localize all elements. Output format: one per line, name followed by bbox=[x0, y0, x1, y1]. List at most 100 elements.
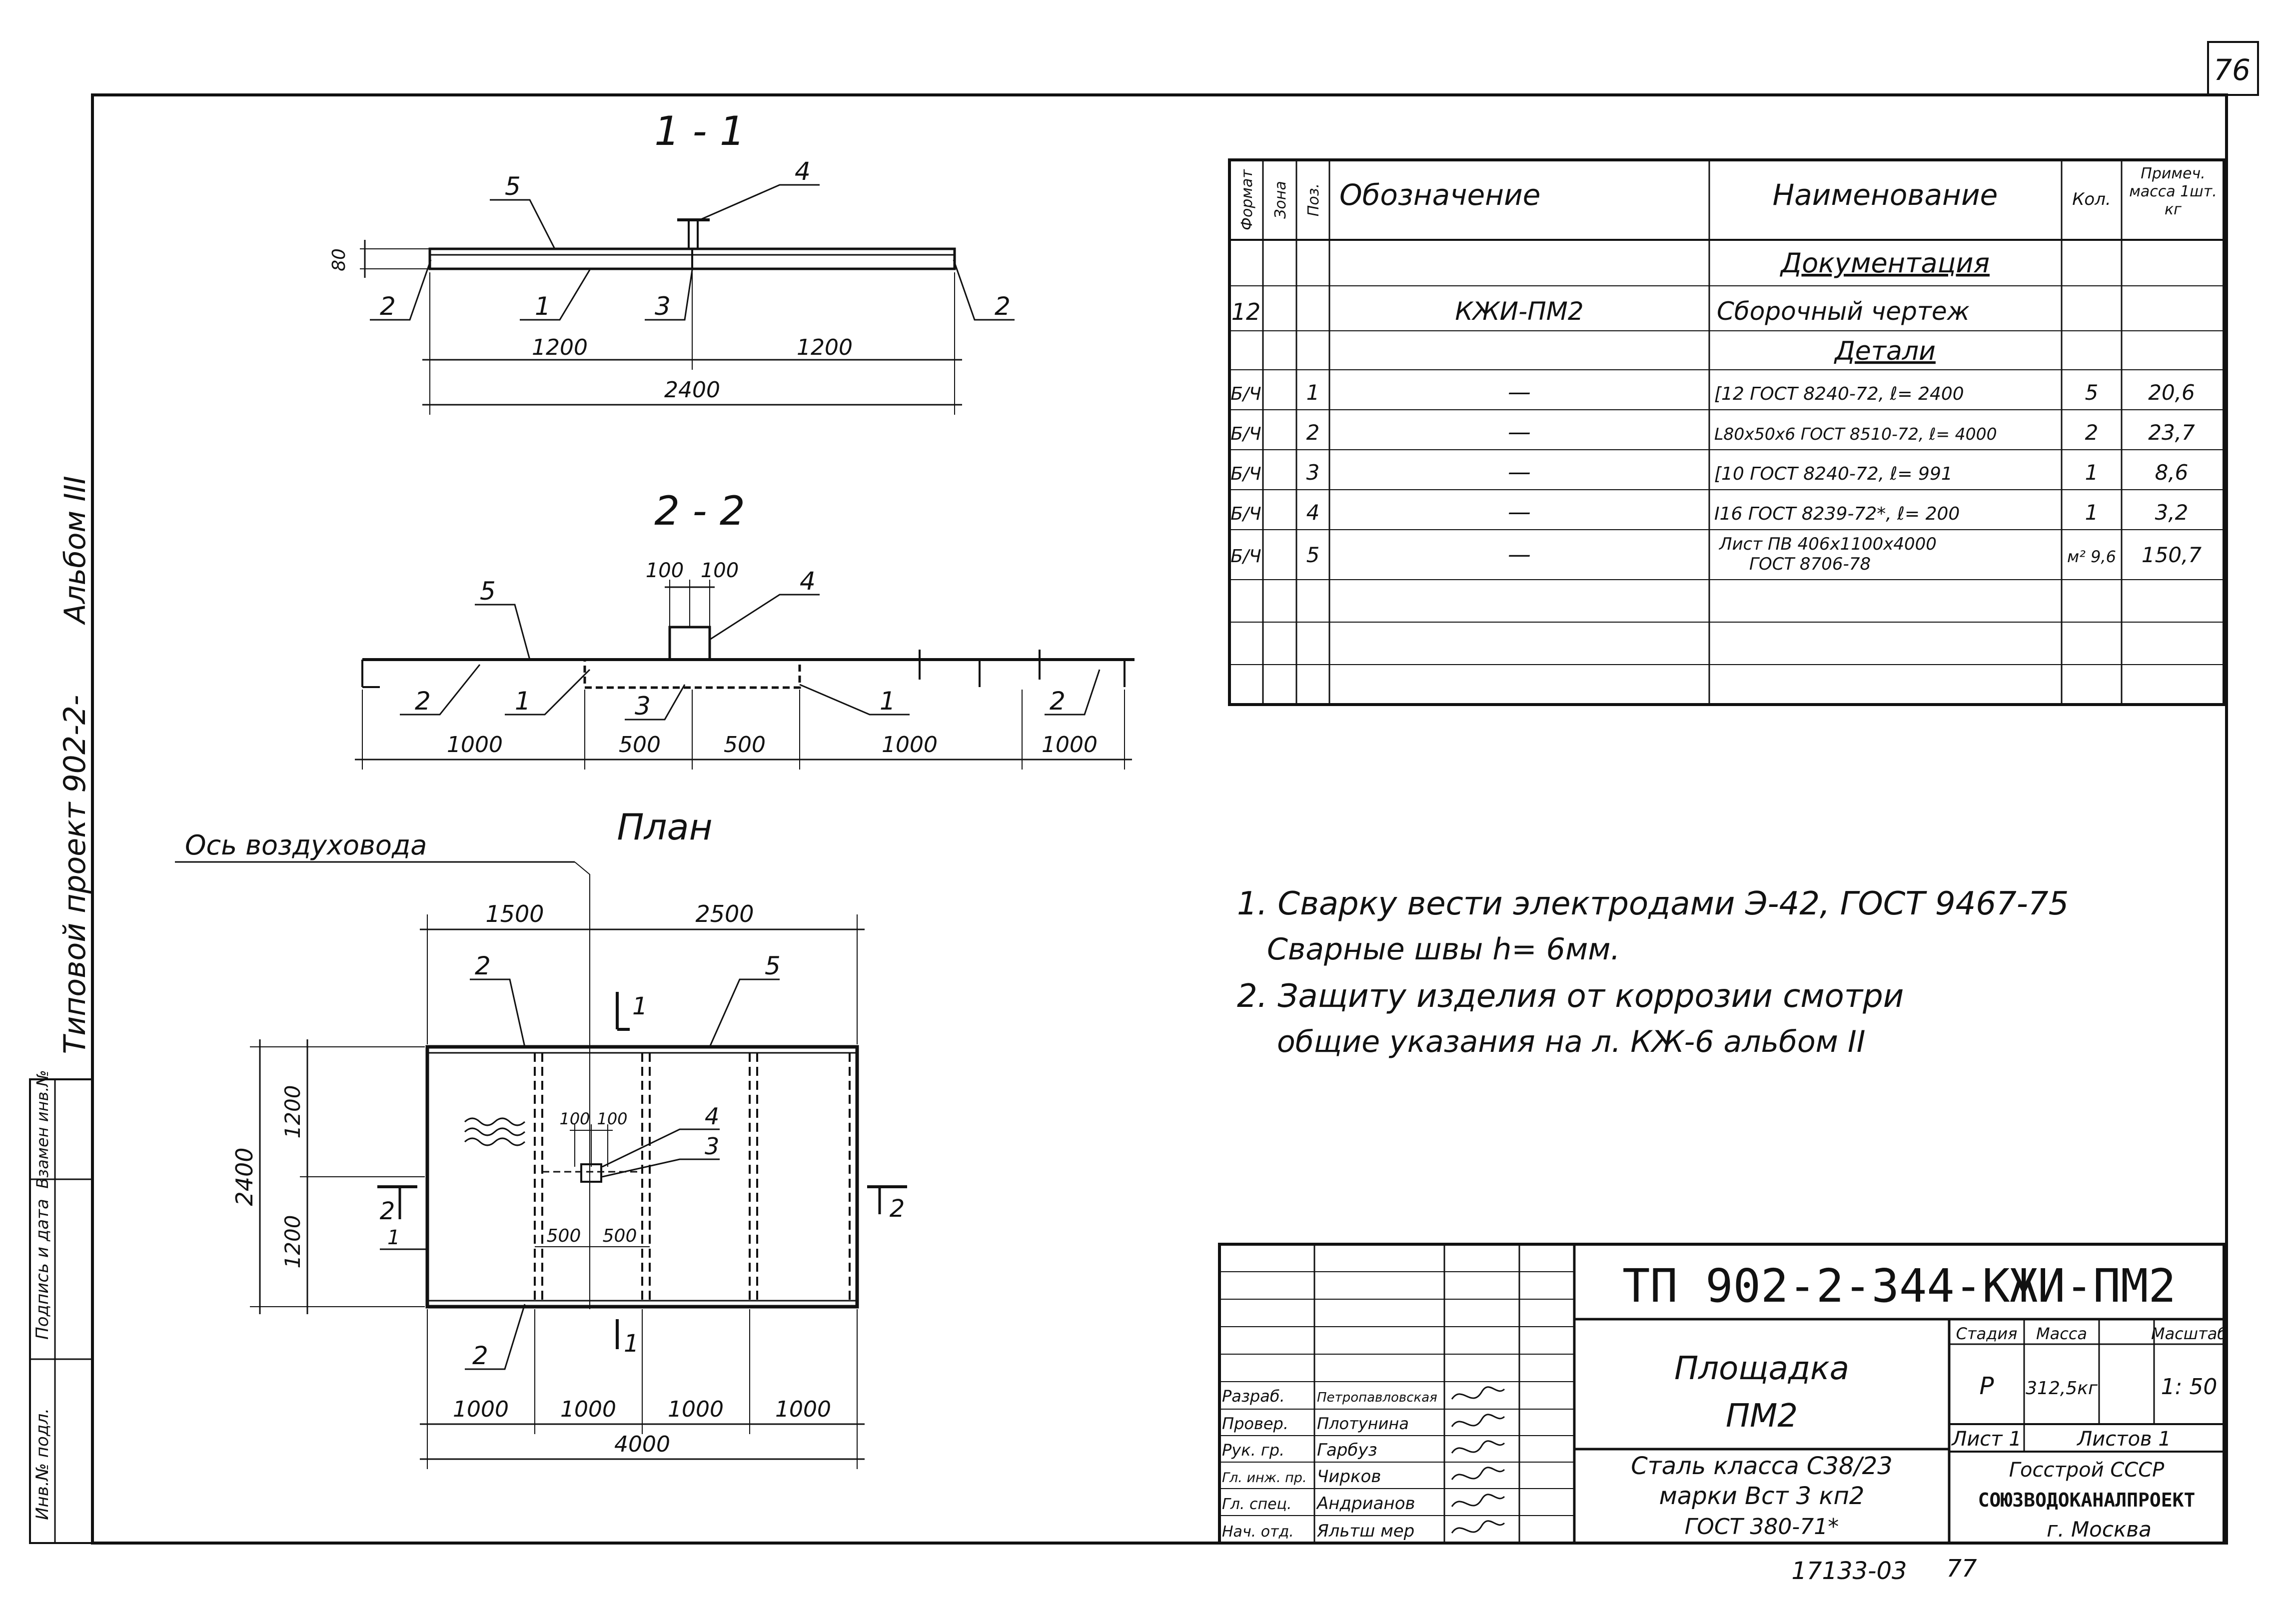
sheets-value: Листов 1 bbox=[2076, 1428, 2171, 1451]
title-name-2: ПМ2 bbox=[1726, 1398, 1798, 1435]
spec-table: Формат Зона Поз. Обозначение Наименовани… bbox=[1228, 158, 2226, 706]
plan-dim-1200-b: 1200 bbox=[280, 1215, 305, 1269]
hdr-stage: Стадия bbox=[1956, 1324, 2018, 1343]
s2-dim-500-b: 500 bbox=[724, 732, 766, 758]
row3-pos: 3 bbox=[1306, 460, 1320, 485]
dim-1200-a: 1200 bbox=[532, 335, 588, 360]
row3-designation: — bbox=[1508, 458, 1531, 485]
hdr-format: Формат bbox=[1238, 169, 1256, 230]
sheet-frame bbox=[91, 93, 2228, 1545]
plan-callout-4: 4 bbox=[705, 1103, 719, 1130]
table-row: Б/Ч 1 — [12 ГОСТ 8240-72, ℓ= 2400 5 20,6 bbox=[1230, 378, 2195, 405]
table-row: Б/Ч 2 — L80x50x6 ГОСТ 8510-72, ℓ= 4000 2… bbox=[1230, 418, 2195, 445]
row5-pos: 5 bbox=[1306, 543, 1320, 567]
role-2: Рук. гр. bbox=[1222, 1441, 1284, 1460]
s2-callout-1b: 1 bbox=[880, 687, 896, 716]
plan-bottom-1000-b: 1000 bbox=[560, 1397, 616, 1422]
row1-designation: — bbox=[1508, 378, 1531, 405]
row4-designation: — bbox=[1508, 498, 1531, 525]
material-3: ГОСТ 380-71* bbox=[1685, 1514, 1839, 1540]
row2-fmt: Б/Ч bbox=[1230, 424, 1261, 444]
org-2: СОЮЗВОДОКАНАЛПРОЕКТ bbox=[1978, 1489, 2196, 1511]
person-3: Чирков bbox=[1317, 1467, 1381, 1487]
plan-callout-2b: 2 bbox=[472, 1341, 488, 1370]
dim-top-100-a: 100 bbox=[646, 559, 684, 582]
sheet-value: Лист 1 bbox=[1951, 1428, 2022, 1451]
plan-inner-100-a: 100 bbox=[559, 1109, 590, 1128]
title-block: Разраб. Петропавловская Провер. Плотунин… bbox=[1218, 1243, 2227, 1545]
role-5: Нач. отд. bbox=[1222, 1523, 1294, 1541]
section-2-title: 2 - 2 bbox=[654, 488, 745, 534]
s2-callout-2: 2 bbox=[415, 687, 431, 716]
row4-note: 3,2 bbox=[2155, 500, 2189, 525]
row4-pos: 4 bbox=[1306, 500, 1320, 525]
row1-note: 20,6 bbox=[2148, 380, 2195, 405]
plan-axis-label: Ось воздуховода bbox=[185, 829, 427, 861]
dim-top-100-b: 100 bbox=[701, 559, 739, 582]
row3-name: [10 ГОСТ 8240-72, ℓ= 991 bbox=[1714, 464, 1953, 484]
plan-dim-1500: 1500 bbox=[485, 900, 544, 927]
row2-qty: 2 bbox=[2085, 420, 2099, 445]
title-name-1: Площадка bbox=[1674, 1350, 1849, 1387]
row-assembly-fmt: 12 bbox=[1231, 298, 1261, 325]
plan-callout-5: 5 bbox=[765, 951, 781, 980]
material-2: марки Вст 3 кп2 bbox=[1659, 1482, 1865, 1510]
role-0: Разраб. bbox=[1222, 1387, 1285, 1406]
hdr-mass: Масса bbox=[2036, 1324, 2087, 1343]
tread-pattern-icon bbox=[464, 1117, 526, 1146]
hdr-name: Наименование bbox=[1773, 178, 1998, 212]
hdr-designation: Обозначение bbox=[1339, 178, 1540, 212]
row2-pos: 2 bbox=[1306, 420, 1320, 445]
s2-dim-1000-c: 1000 bbox=[1042, 732, 1098, 758]
plan-bottom-1000-a: 1000 bbox=[453, 1397, 509, 1422]
note-2b: общие указания на л. КЖ-6 альбом II bbox=[1277, 1024, 1865, 1059]
person-0: Петропавловская bbox=[1317, 1390, 1437, 1405]
album-label: Альбом III bbox=[58, 476, 92, 626]
plan-bottom-1000-d: 1000 bbox=[775, 1397, 831, 1422]
stamp-sign-label: Подпись и дата bbox=[32, 1199, 52, 1340]
row5-qty: м² 9,6 bbox=[2067, 547, 2116, 566]
plan-cut-1-left: 1 bbox=[387, 1226, 400, 1249]
table-row: Б/Ч 5 — Лист ПВ 406х1100х4000 ГОСТ 8706-… bbox=[1230, 534, 2202, 574]
s2-dim-500-a: 500 bbox=[619, 732, 661, 758]
hdr-zone: Зона bbox=[1272, 181, 1289, 219]
row5-name2: ГОСТ 8706-78 bbox=[1749, 554, 1871, 574]
callout-3: 3 bbox=[655, 292, 671, 321]
row4-qty: 1 bbox=[2085, 500, 2099, 525]
s2-callout-1: 1 bbox=[515, 687, 531, 716]
signatures bbox=[1451, 1386, 1505, 1534]
row-assembly-name: Сборочный чертеж bbox=[1717, 297, 1970, 326]
sheet-number: 76 bbox=[2214, 53, 2251, 87]
person-2: Гарбуз bbox=[1317, 1440, 1377, 1460]
hdr-scale: Масштаб bbox=[2151, 1324, 2227, 1343]
row-doc-name: Документация bbox=[1780, 247, 1990, 279]
plan-cut-1-top: 1 bbox=[632, 992, 648, 1020]
s2-callout-4: 4 bbox=[800, 567, 816, 596]
row5-note: 150,7 bbox=[2142, 543, 2202, 567]
s2-dim-1000-b: 1000 bbox=[882, 732, 938, 758]
org-3: г. Москва bbox=[2047, 1517, 2152, 1542]
section-1-height: 80 bbox=[329, 248, 349, 271]
row2-designation: — bbox=[1508, 418, 1531, 445]
dim-2400: 2400 bbox=[664, 377, 720, 403]
row4-name: I16 ГОСТ 8239-72*, ℓ= 200 bbox=[1714, 504, 1960, 524]
row3-note: 8,6 bbox=[2155, 460, 2189, 485]
callout-2b: 2 bbox=[995, 292, 1011, 321]
plan-inner-500-a: 500 bbox=[547, 1226, 581, 1246]
row-parts-name: Детали bbox=[1834, 336, 1936, 366]
footer-page: 77 bbox=[1946, 1555, 1977, 1583]
hdr-note: Примеч. масса 1шт. кг bbox=[2129, 165, 2217, 218]
drawing-code: ТП 902-2-344-КЖИ-ПМ2 bbox=[1622, 1259, 2176, 1313]
section-1-title: 1 - 1 bbox=[654, 108, 745, 154]
row-assembly-designation: КЖИ-ПМ2 bbox=[1455, 297, 1583, 326]
row3-qty: 1 bbox=[2085, 460, 2099, 485]
footer-order: 17133-03 bbox=[1791, 1557, 1907, 1585]
org-1: Госстрой СССР bbox=[2009, 1459, 2165, 1482]
role-4: Гл. спец. bbox=[1222, 1496, 1291, 1513]
plan-cut-2-right: 2 bbox=[890, 1195, 905, 1223]
row4-fmt: Б/Ч bbox=[1230, 504, 1261, 524]
material-1: Сталь класса С38/23 bbox=[1631, 1452, 1893, 1480]
note-1: 1. Сварку вести электродами Э-42, ГОСТ 9… bbox=[1237, 885, 2069, 922]
plan-cut-2-left: 2 bbox=[380, 1197, 395, 1225]
callout-4: 4 bbox=[795, 157, 811, 186]
